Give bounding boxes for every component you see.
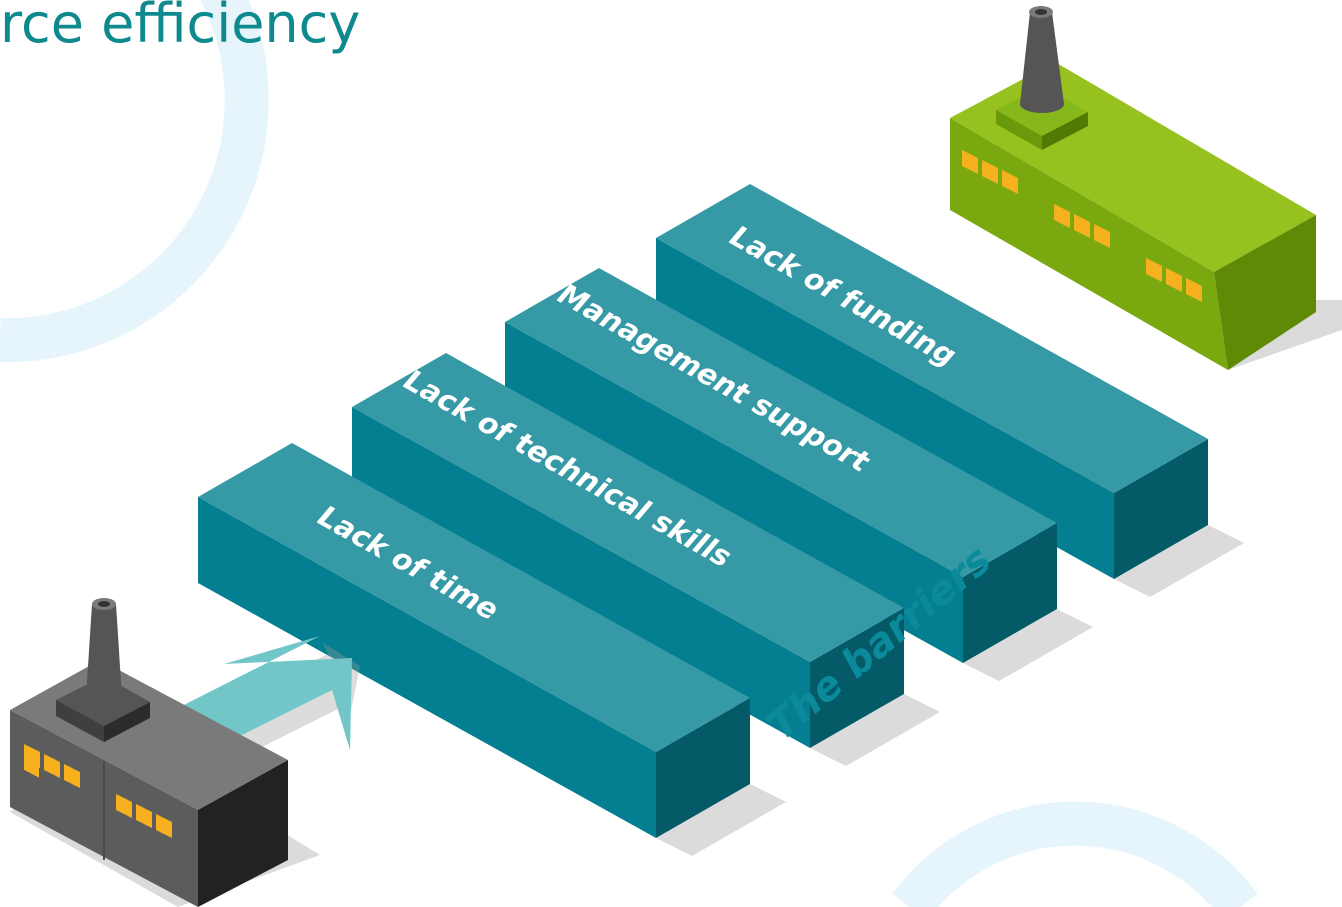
background-ring-bottom-right <box>892 801 1258 907</box>
barrier-end-face <box>1114 439 1208 579</box>
background-decoration <box>0 0 1258 907</box>
page-heading: rce efficiency <box>0 0 360 55</box>
barrier-front-face <box>198 497 656 838</box>
barrier-shadow <box>963 609 1093 681</box>
barrier-front-face <box>352 407 810 748</box>
factory-windows <box>24 744 172 838</box>
barrier-shadow <box>810 694 940 766</box>
barrier-block: Lack of time <box>198 443 786 856</box>
barrier-end-face <box>810 608 904 748</box>
barrier-shadow <box>656 784 786 856</box>
barrier-top-face <box>198 443 750 752</box>
barrier-top-face <box>656 184 1208 493</box>
barrier-end-face <box>656 698 750 838</box>
barrier-shadow <box>1114 525 1244 597</box>
green-factory-icon <box>950 6 1342 370</box>
grey-factory-icon <box>10 598 320 907</box>
factory-windows <box>962 150 1202 302</box>
barrier-top-face <box>505 268 1057 577</box>
background-ring-top-left <box>0 0 269 363</box>
barrier-top-face <box>352 353 904 662</box>
barrier-end-face <box>963 523 1057 663</box>
